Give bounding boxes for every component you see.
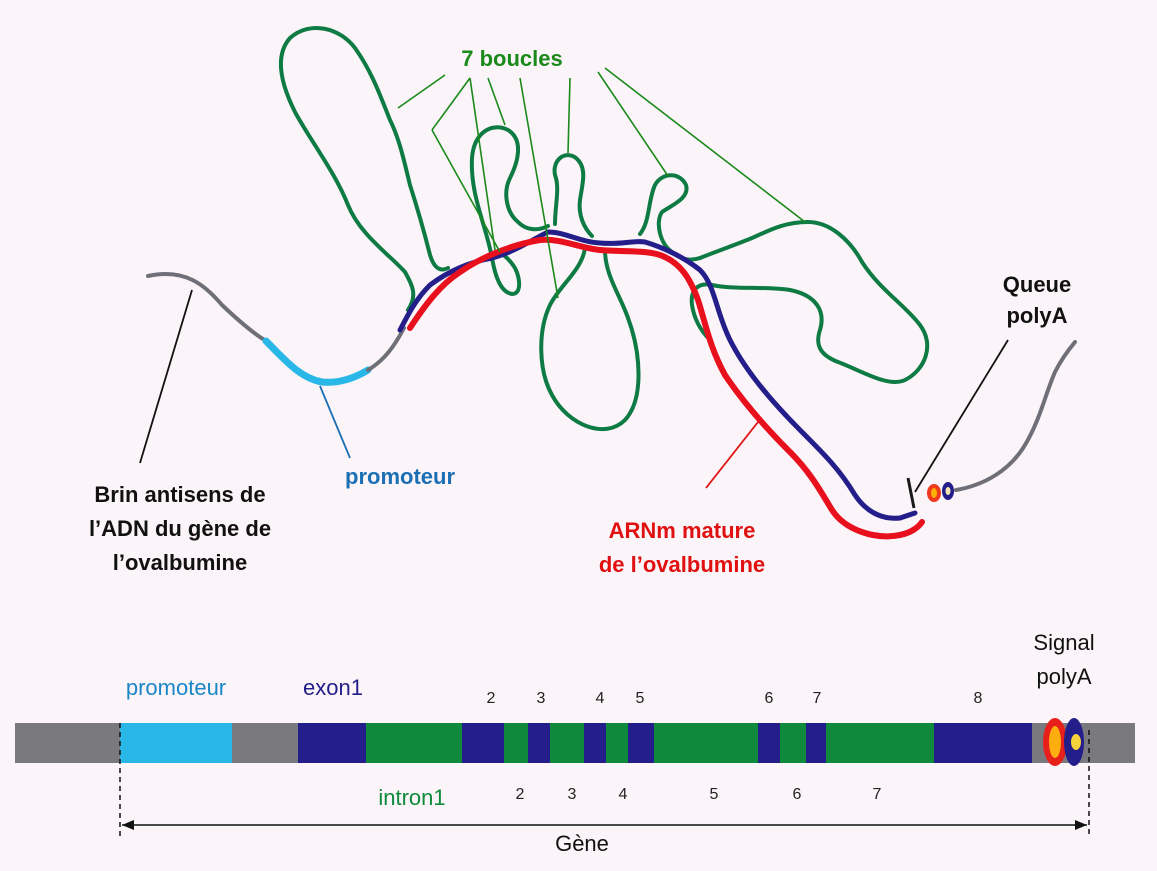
exon-number: 8: [974, 690, 983, 707]
polya-tail-tick: [906, 477, 916, 509]
gene-map-intron-2: [504, 723, 528, 763]
mrna-label-line1: ARNm mature: [609, 518, 756, 543]
promoter-segment: [262, 337, 372, 386]
dna-strand-right: [954, 340, 1077, 492]
polya-tail-light-dot: [945, 487, 951, 495]
antisense-label-line3: l’ovalbumine: [113, 550, 247, 575]
dna-strand-pre-exon: [366, 326, 406, 372]
intron-number: 6: [793, 786, 802, 803]
gene-map-exon-7: [806, 723, 826, 763]
intron-loop-b-hook: [490, 250, 522, 296]
intron-number: 7: [873, 786, 882, 803]
exon1-label: exon1: [303, 675, 363, 700]
gene-map-exon-5: [628, 723, 654, 763]
gene-map-intron-3: [550, 723, 584, 763]
gene-map: [15, 718, 1135, 838]
antisense-pointer: [139, 289, 193, 464]
gene-span-arrowhead-left: [122, 820, 134, 830]
gene-map-intron-7: [826, 723, 934, 763]
promoter-pointer: [319, 385, 351, 459]
gene-map-exon-1: [298, 723, 366, 763]
intron-loop-c: [552, 153, 594, 238]
tail-pointer: [914, 339, 1009, 493]
exon-number: 7: [813, 690, 822, 707]
gene-map-polya-signal-yellow: [1071, 734, 1081, 750]
promoter-bottom-label: promoteur: [126, 675, 226, 700]
gene-map-intron-1: [366, 723, 462, 763]
mrna-pointer: [705, 421, 759, 489]
signal-polya-label-line2: polyA: [1036, 664, 1091, 689]
gene-map-exon-8: [934, 723, 1032, 763]
antisense-label-line1: Brin antisens de: [94, 482, 265, 507]
gene-map-intron-4: [606, 723, 628, 763]
exon-number: 5: [636, 690, 645, 707]
antisense-label-line2: l’ADN du gène de: [89, 516, 271, 541]
gene-map-exon-3: [528, 723, 550, 763]
intron-loop-d: [539, 246, 641, 431]
gene-map-exon-2: [462, 723, 504, 763]
gene-map-promoter: [120, 723, 232, 763]
exon-number: 3: [537, 690, 546, 707]
gene-map-intron-5: [654, 723, 758, 763]
polya-tail-orange-dot: [931, 488, 937, 498]
exon-number: 4: [596, 690, 605, 707]
intron-loop-e: [638, 173, 702, 262]
gene-map-exon-6: [758, 723, 780, 763]
mrna-strand: [407, 236, 925, 540]
dna-strand-left: [146, 272, 270, 344]
exon-number: 6: [765, 690, 774, 707]
hybrid-molecule: [146, 25, 1077, 540]
promoter-top-label: promoteur: [345, 464, 455, 489]
intron-number: 5: [710, 786, 719, 803]
gene-label: Gène: [555, 831, 609, 856]
polya-tail-label-line2: polyA: [1006, 303, 1067, 328]
intron-number: 3: [568, 786, 577, 803]
loop-pointer-lines: [397, 67, 806, 299]
gene-map-exon-4: [584, 723, 606, 763]
intron-loop-a: [278, 25, 450, 312]
exon-number: 2: [487, 690, 496, 707]
dna-strand-paired: [397, 229, 918, 521]
mrna-label-line2: de l’ovalbumine: [599, 552, 765, 577]
signal-polya-label-line1: Signal: [1033, 630, 1094, 655]
gene-span-arrowhead-right: [1075, 820, 1087, 830]
polya-tail-label-line1: Queue: [1003, 272, 1071, 297]
intron1-label: intron1: [378, 785, 445, 810]
gene-map-intron-6: [780, 723, 806, 763]
intron-loop-b: [469, 125, 550, 260]
intron-number: 4: [619, 786, 628, 803]
loops-label: 7 boucles: [461, 46, 562, 71]
intron-number-labels: 2 3 4 5 6 7: [516, 786, 882, 803]
exon-number-labels: 2 3 4 5 6 7 8: [487, 690, 983, 707]
intron-loop-f: [689, 220, 930, 384]
gene-map-polya-signal-orange: [1049, 726, 1061, 758]
intron-number: 2: [516, 786, 525, 803]
